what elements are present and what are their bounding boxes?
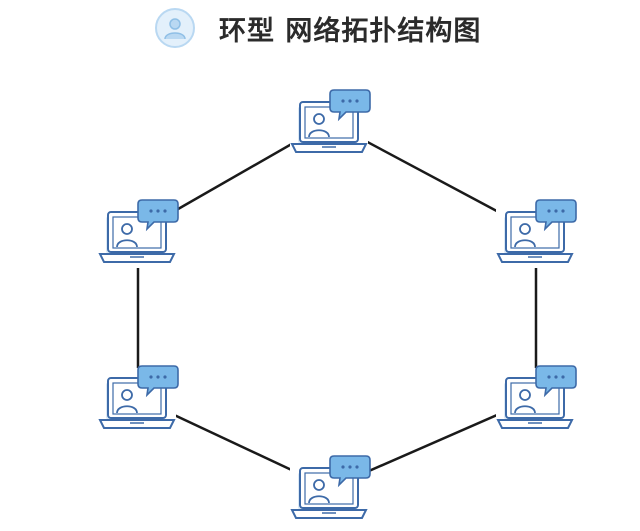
node-top	[290, 89, 371, 158]
node-lower-left	[98, 365, 179, 434]
node-lower-right	[496, 365, 577, 434]
page-title: 环型 网络拓扑结构图	[219, 15, 482, 47]
node-bottom	[290, 455, 371, 524]
user-avatar-icon	[155, 8, 195, 48]
node-upper-right	[496, 199, 577, 268]
node-upper-left	[98, 199, 179, 268]
header: 环型 网络拓扑结构图	[155, 6, 481, 50]
